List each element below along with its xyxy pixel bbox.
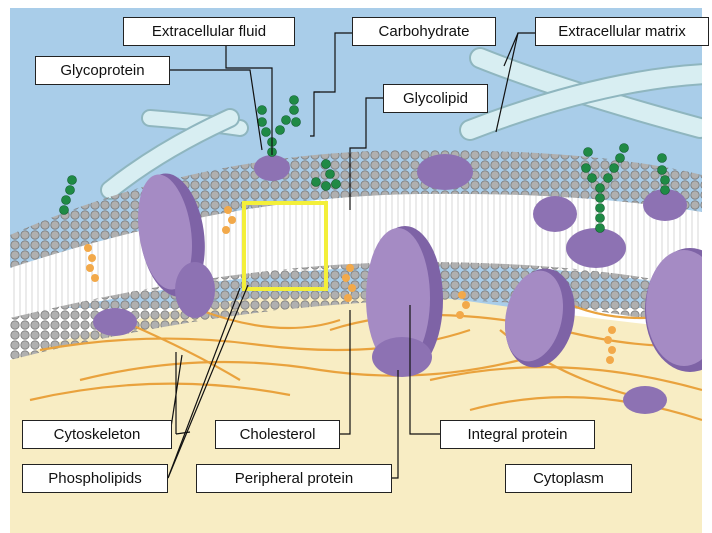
label-cytoplasm: Cytoplasm: [505, 464, 632, 493]
label-cholesterol: Cholesterol: [215, 420, 340, 449]
label-carbohydrate: Carbohydrate: [352, 17, 496, 46]
label-peripheral-protein: Peripheral protein: [196, 464, 392, 493]
label-cytoskeleton: Cytoskeleton: [22, 420, 172, 449]
label-phospholipids: Phospholipids: [22, 464, 168, 493]
label-extracellular-matrix: Extracellular matrix: [535, 17, 709, 46]
label-integral-protein: Integral protein: [440, 420, 595, 449]
label-glycoprotein: Glycoprotein: [35, 56, 170, 85]
label-glycolipid: Glycolipid: [383, 84, 488, 113]
label-extracellular-fluid: Extracellular fluid: [123, 17, 295, 46]
